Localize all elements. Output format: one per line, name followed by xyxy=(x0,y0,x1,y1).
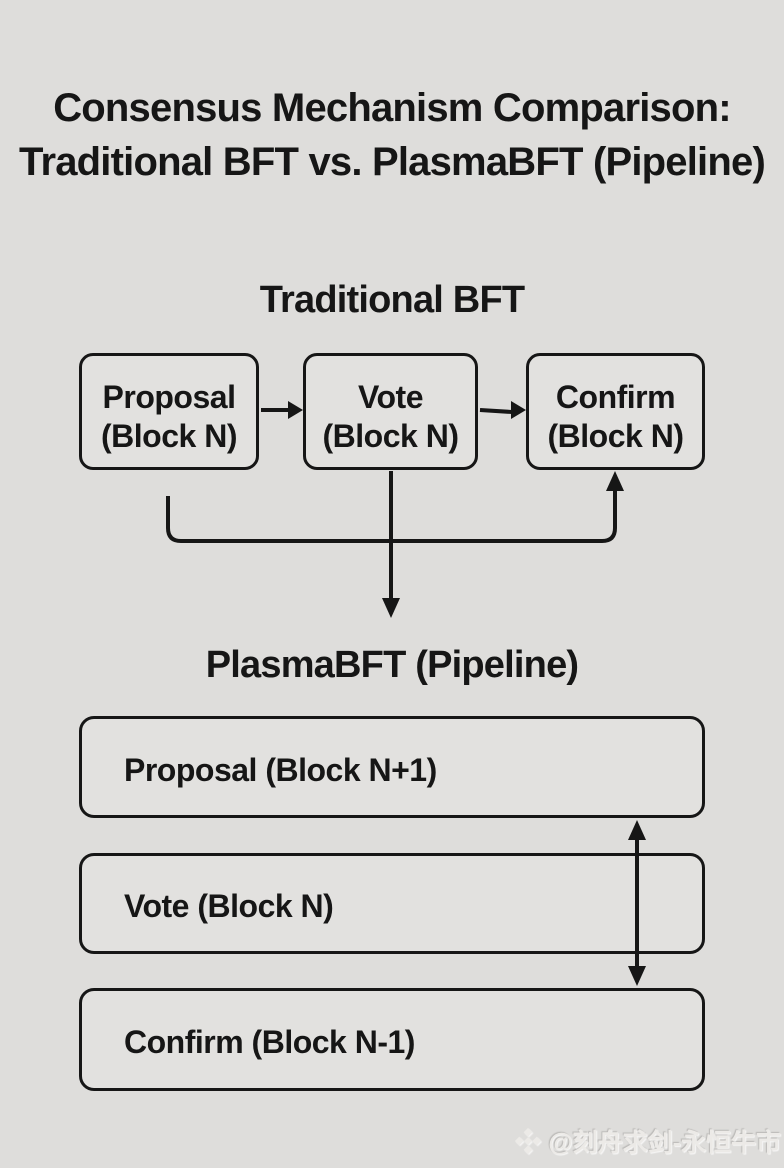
node-traditional-proposal: Proposal (Block N) xyxy=(79,353,259,470)
node-label: Vote xyxy=(358,378,423,415)
node-sublabel: (Block N) xyxy=(547,417,684,454)
node-traditional-vote: Vote (Block N) xyxy=(303,353,478,470)
node-label: Proposal (Block N+1) xyxy=(124,751,437,788)
arrow-vote-to-confirm-icon xyxy=(479,401,526,419)
loop-connector-proposal-to-confirm-icon xyxy=(166,471,624,543)
page-title: Consensus Mechanism Comparison: Traditio… xyxy=(0,81,784,189)
node-sublabel: (Block N) xyxy=(101,417,237,454)
node-plasma-confirm: Confirm (Block N-1) xyxy=(79,988,705,1091)
plasmabft-heading: PlasmaBFT (Pipeline) xyxy=(205,644,579,686)
node-label: Confirm (Block N-1) xyxy=(124,1024,415,1060)
node-plasma-vote: Vote (Block N) xyxy=(79,853,705,954)
binance-diamond-icon xyxy=(515,1127,542,1155)
node-label: Proposal xyxy=(102,378,236,415)
node-label: Confirm xyxy=(555,378,676,415)
traditional-bft-heading: Traditional BFT xyxy=(259,279,525,321)
node-label: Vote (Block N) xyxy=(124,888,334,924)
page-title-line1: Consensus Mechanism Comparison: xyxy=(53,86,731,130)
page-title-line2: Traditional BFT vs. PlasmaBFT (Pipeline) xyxy=(19,140,766,184)
node-traditional-confirm: Confirm (Block N) xyxy=(526,353,705,470)
arrow-vote-downward-icon xyxy=(382,471,400,618)
node-sublabel: (Block N) xyxy=(322,417,459,454)
watermark: @刻舟求剑-永恒牛市 xyxy=(514,1123,781,1159)
watermark-text: @刻舟求剑-永恒牛市 xyxy=(548,1129,781,1157)
node-plasma-proposal: Proposal (Block N+1) xyxy=(79,716,705,818)
arrow-proposal-to-vote-icon xyxy=(261,401,303,419)
